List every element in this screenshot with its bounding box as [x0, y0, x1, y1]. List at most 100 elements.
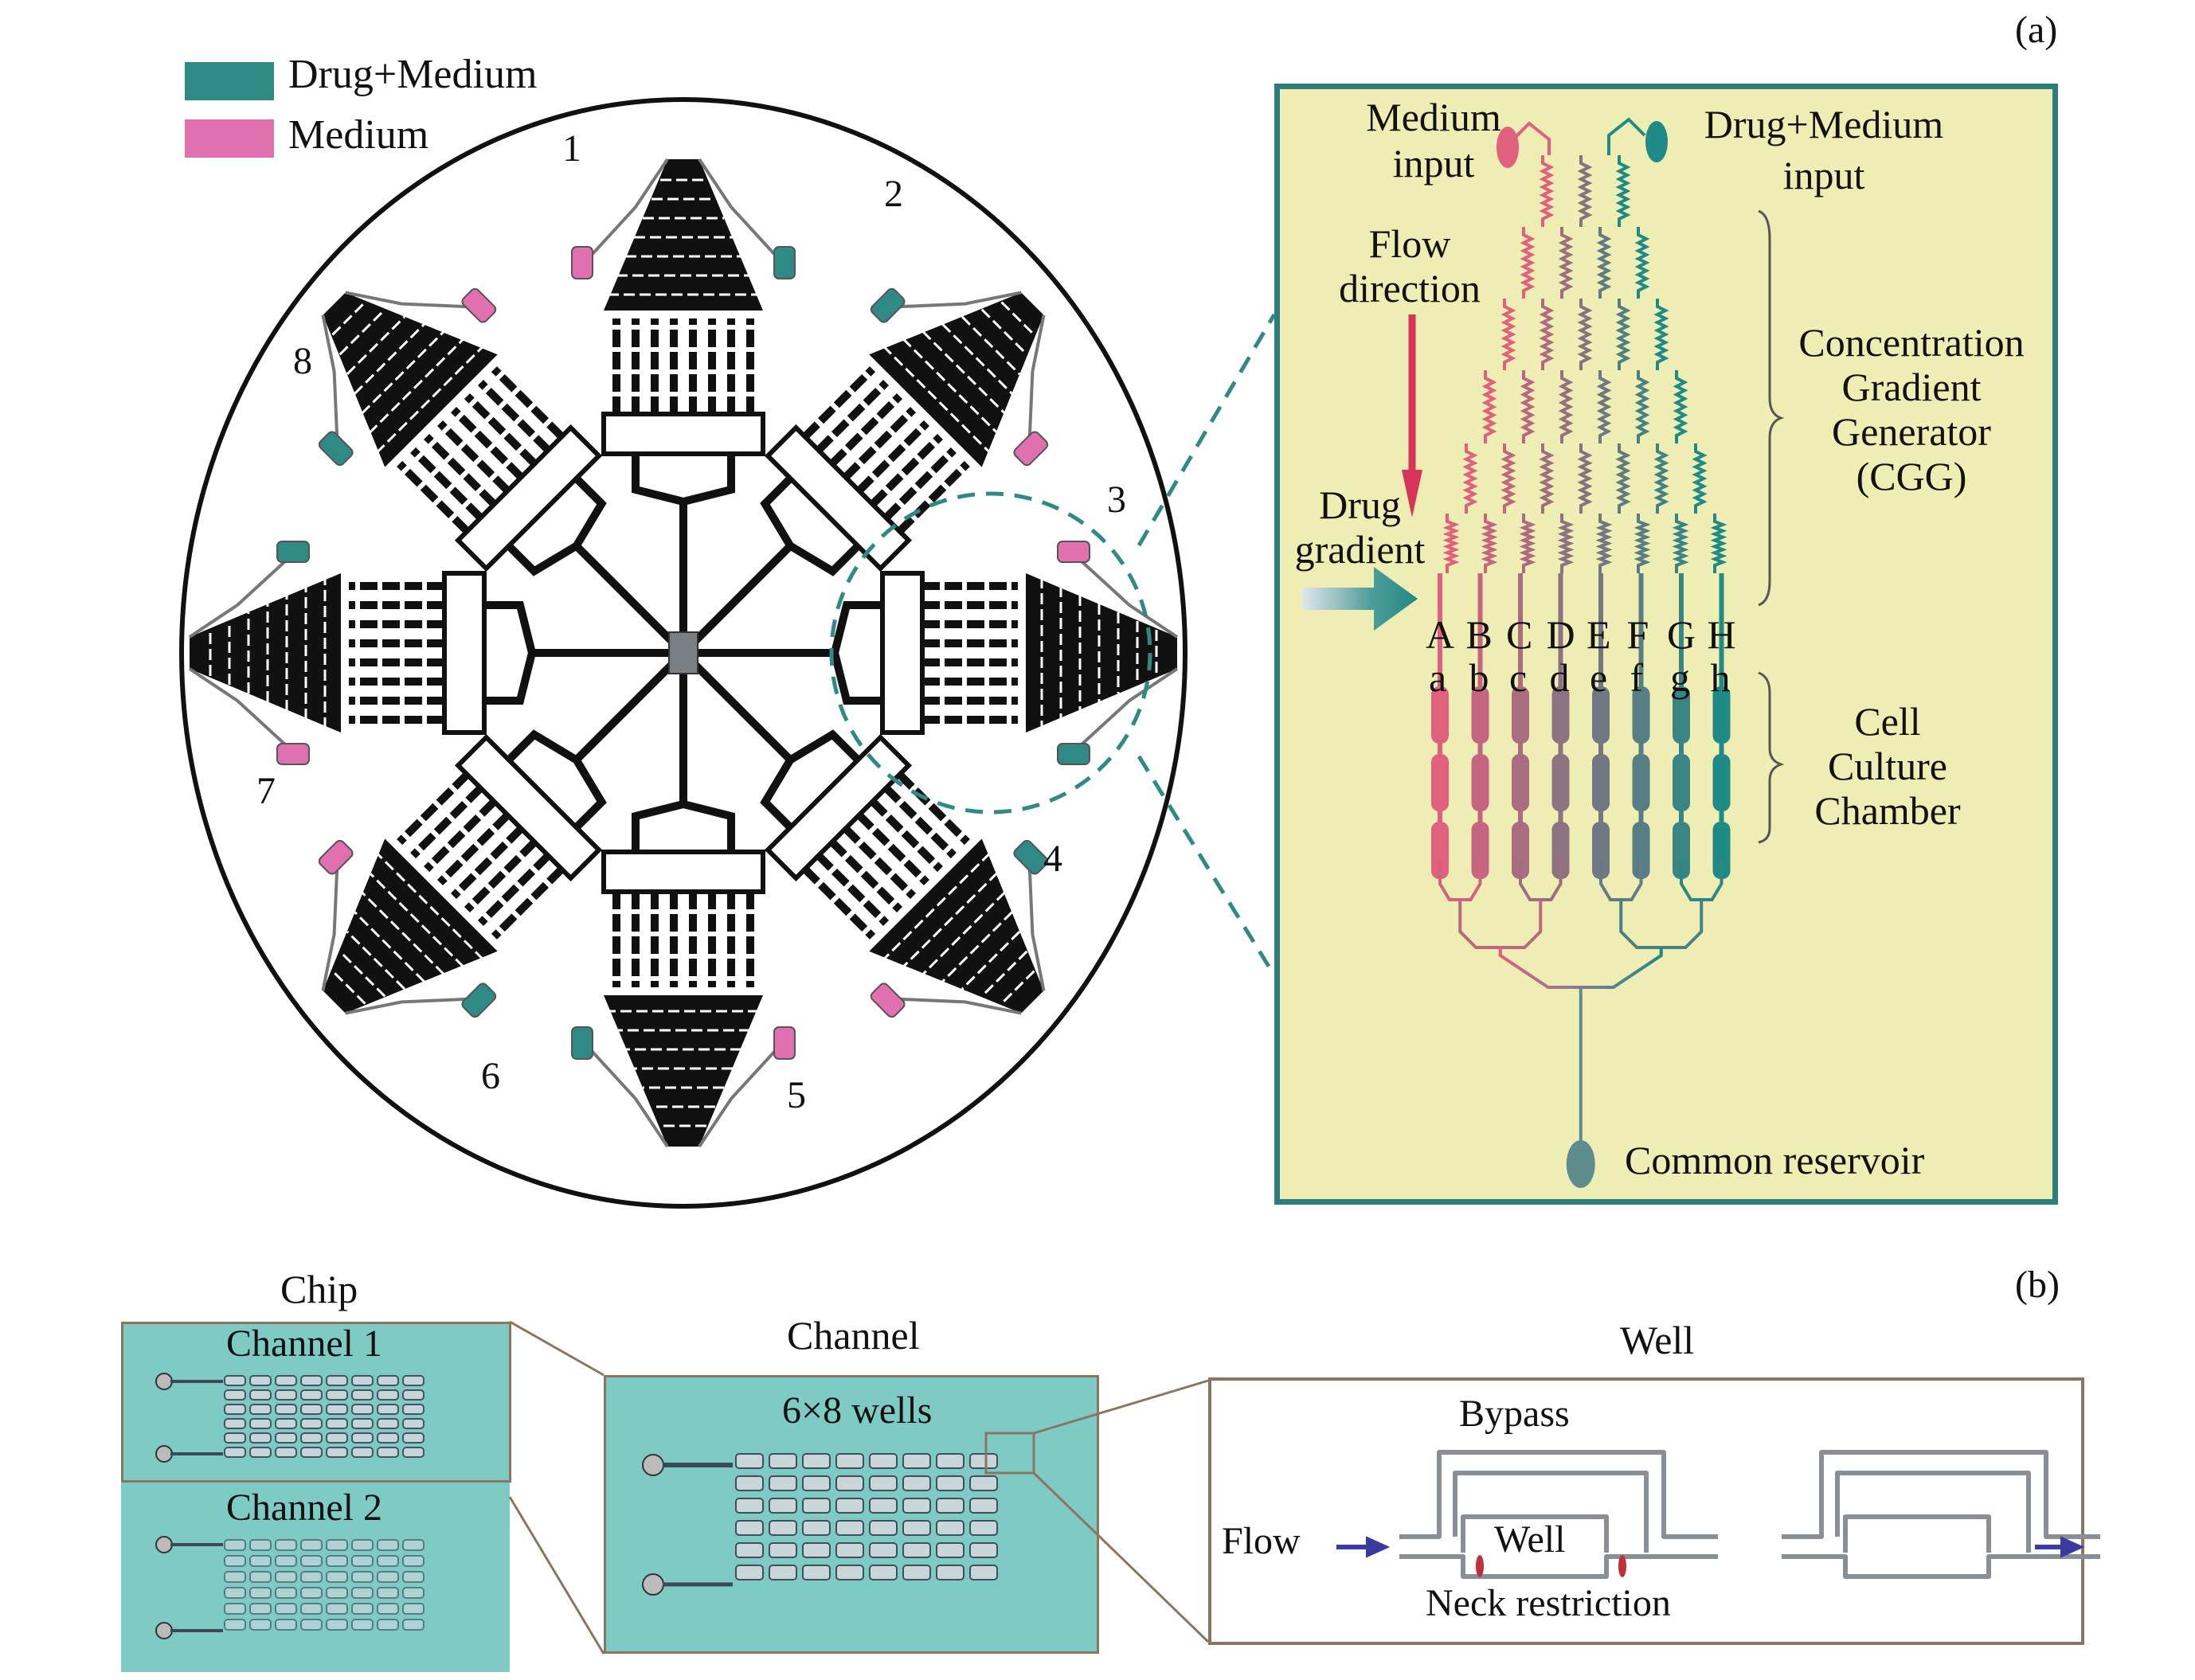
column-label-upper: D	[1546, 612, 1575, 657]
chamber-column	[883, 785, 957, 859]
gradient-generator	[869, 292, 1044, 467]
well-chamber-bottom	[1399, 1554, 1718, 1579]
channel-well	[869, 1453, 898, 1469]
chamber-column	[397, 460, 471, 534]
medium-input-line-2: input	[1392, 141, 1475, 186]
chip-ch2-well	[275, 1555, 297, 1567]
wells-count-label: 6×8 wells	[782, 1389, 933, 1432]
chip-ch1-well	[402, 1447, 425, 1458]
column-label-lower: h	[1710, 655, 1731, 700]
channel-outlet	[642, 1573, 664, 1596]
cgg-line-2: Gradient	[1841, 365, 1982, 409]
serpentine-line	[361, 891, 445, 975]
serpentine-line	[338, 308, 386, 356]
serpentine-mixer	[1653, 443, 1669, 514]
unit-number-7: 7	[256, 770, 276, 812]
chamber-column	[450, 406, 524, 480]
chamber-column	[843, 826, 917, 900]
serpentine-mixer	[1442, 514, 1460, 573]
chamber-column	[870, 433, 943, 507]
reservoir-right	[276, 541, 310, 563]
chip-ch1-well	[249, 1432, 272, 1444]
chamber-column	[410, 785, 483, 859]
chamber-column	[896, 772, 970, 846]
channel-view	[604, 1375, 1099, 1654]
chip-ch1-well	[275, 1404, 297, 1415]
chip-ch2-well	[249, 1587, 272, 1599]
channel-inlet	[642, 1454, 664, 1476]
chip-ch1-well	[300, 1447, 323, 1458]
branch-channel	[632, 800, 735, 852]
channel-well	[769, 1498, 797, 1514]
chip-ch2-well	[224, 1571, 246, 1583]
chip-ch2-well	[377, 1603, 399, 1615]
serpentine-line	[368, 338, 465, 435]
zoom-connector-bottom	[1137, 755, 1277, 977]
serpentine-line	[361, 330, 445, 415]
gradient-generator	[604, 159, 763, 311]
cgg-line-4: (CGG)	[1856, 454, 1967, 498]
chip-ch2-well	[249, 1555, 272, 1567]
branch-channel	[506, 475, 607, 576]
serpentine-line	[1000, 301, 1035, 336]
chip-ch2-well	[377, 1539, 399, 1551]
chip-ch1-well	[275, 1418, 297, 1429]
chip-ch1-well	[326, 1432, 348, 1444]
chip-ch2-well	[326, 1619, 348, 1631]
chip-unit	[571, 653, 796, 1148]
column-label-lower: b	[1469, 655, 1489, 700]
cell-culture-chamber	[1712, 754, 1731, 811]
inlet-line	[188, 667, 287, 746]
chip-ch1-well	[326, 1404, 348, 1415]
serpentine-mixer	[1481, 514, 1498, 573]
cell-culture-chamber	[1551, 686, 1570, 744]
drug-input-line-1: Drug+Medium	[1704, 102, 1944, 147]
chip-ch2-well	[275, 1539, 297, 1551]
chip-ch2-well	[326, 1555, 348, 1567]
spoke-channel	[680, 543, 793, 656]
serpentine-mixer	[1615, 155, 1631, 227]
cgg-label: Concentration Gradient Generator (CGG)	[1776, 320, 2047, 498]
chip-unit	[318, 287, 687, 656]
channel-well	[902, 1475, 931, 1491]
channel-well	[936, 1542, 964, 1558]
channel-well	[835, 1475, 864, 1491]
flow-direction-arrow-head	[1402, 470, 1422, 518]
channel-well	[902, 1520, 931, 1536]
chip-ch1-well	[326, 1418, 348, 1429]
chip-ch2-well	[224, 1555, 246, 1567]
column-label-lower: a	[1429, 655, 1447, 700]
channel-well	[969, 1520, 998, 1536]
gradient-generator	[190, 573, 341, 733]
cgg-panel	[1274, 84, 2058, 1205]
channel-well	[802, 1542, 831, 1558]
chip-ch1-well	[249, 1375, 272, 1386]
channel-1-label: Channel 1	[226, 1323, 382, 1365]
neck-restriction-marker-left	[1476, 1555, 1484, 1577]
serpentine-mixer	[1501, 299, 1516, 370]
panel-label-a: (a)	[2015, 9, 2058, 51]
channel-well	[802, 1520, 831, 1536]
chamber-column	[477, 380, 551, 453]
cell-culture-chamber	[1673, 822, 1690, 879]
finger-outline	[764, 424, 913, 572]
channel-title: Channel	[787, 1313, 920, 1358]
chip-ch1-well	[402, 1375, 425, 1386]
drug-gradient-arrow	[1302, 567, 1418, 631]
gradient-generator	[323, 292, 498, 467]
serpentine-mixer	[1615, 443, 1631, 514]
chip-ch1-well	[402, 1418, 425, 1429]
drug-gradient-line-2: gradient	[1294, 527, 1426, 572]
panel-label-b: (b)	[2015, 1264, 2060, 1306]
chip-ch2-well	[249, 1539, 272, 1551]
chip-ch2-well	[326, 1571, 348, 1583]
channel-well	[936, 1520, 964, 1536]
serpentine-mixer	[1558, 370, 1574, 443]
serpentine-mixer	[1577, 299, 1593, 370]
reservoir-left	[870, 287, 906, 323]
serpentine-line	[346, 930, 406, 990]
chip-ch2-well	[224, 1603, 246, 1615]
chip-ch1-well	[351, 1447, 374, 1458]
reservoir-right	[1057, 743, 1090, 765]
